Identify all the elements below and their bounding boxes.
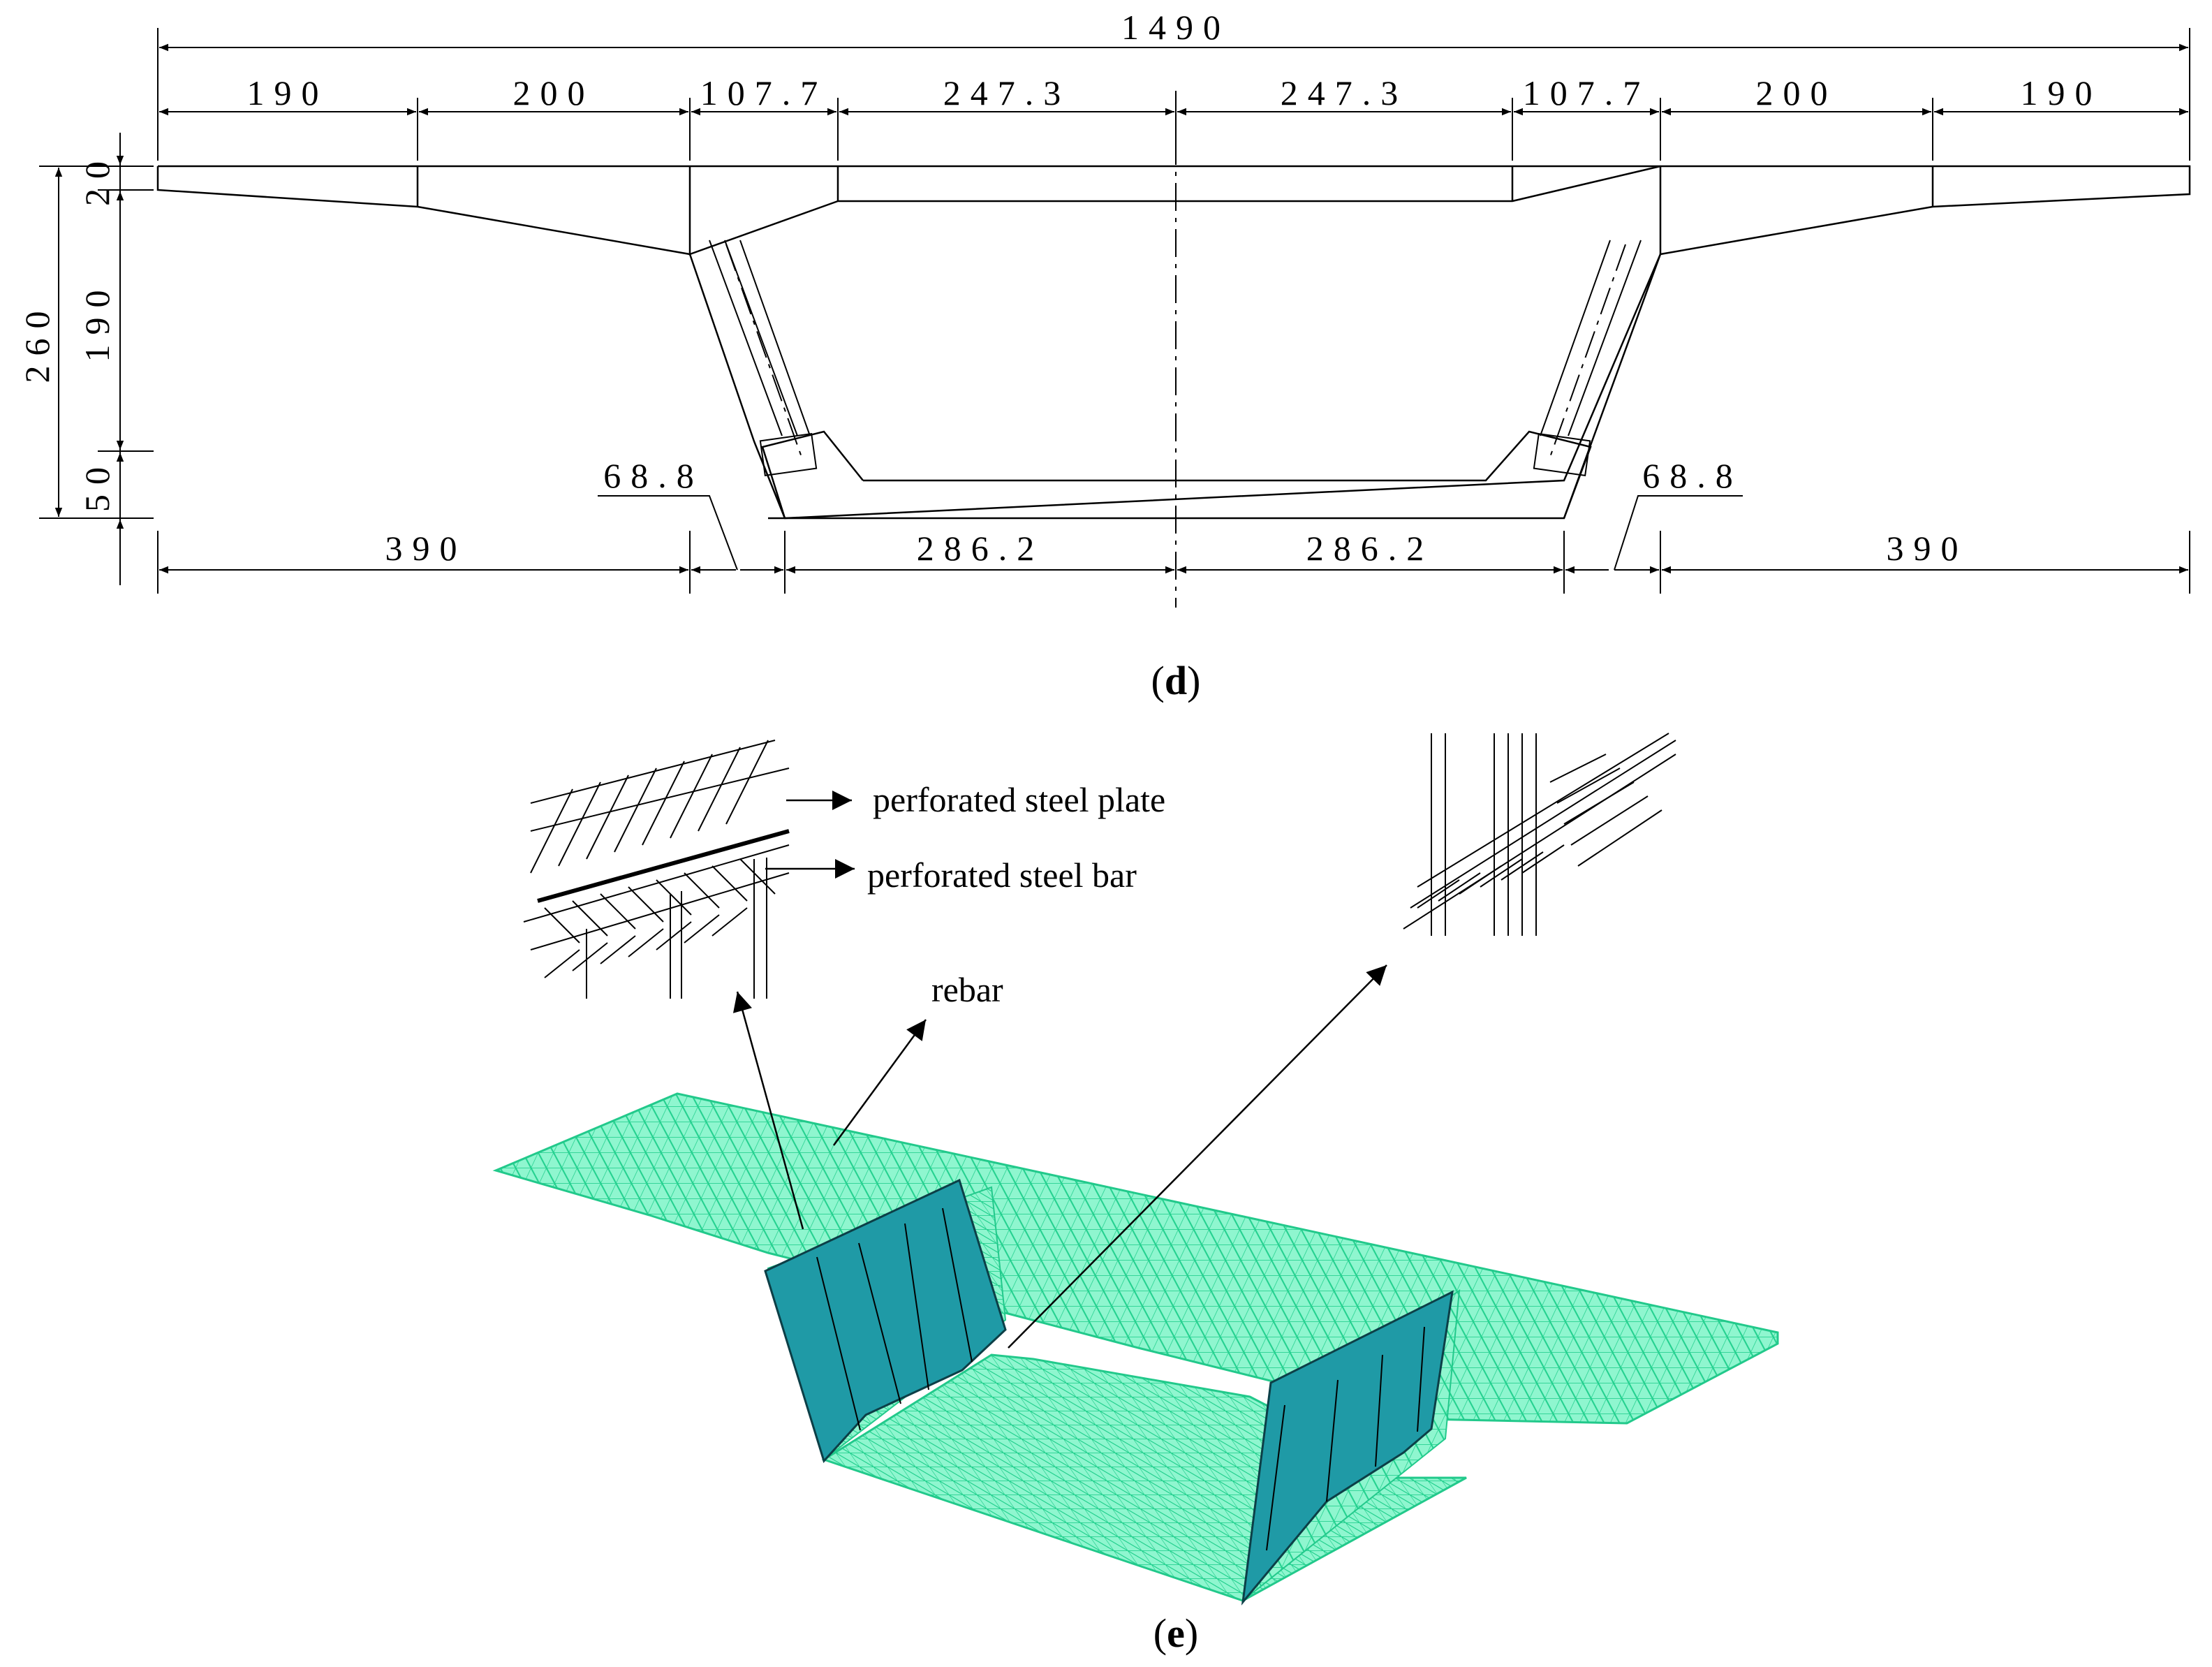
steel-plate-right <box>1241 1290 1454 1606</box>
top-slab-segments <box>416 166 1934 207</box>
arrow-detail-right <box>1008 964 1387 1349</box>
panel-label-e: (e) <box>1153 1610 1198 1656</box>
dim-leader-left: 68.8 <box>603 456 704 495</box>
web-right-lines <box>1540 240 1642 436</box>
leader-right <box>1614 495 1743 571</box>
dim-top-1: 190 <box>247 73 329 112</box>
dim-lines-vertical <box>39 133 154 585</box>
label-perforated-steel-bar: perforated steel bar <box>867 855 1137 895</box>
detail-inset-right <box>1403 733 1676 936</box>
dim-vert-top: 20 <box>78 152 117 206</box>
panel-label-d: (d) <box>1151 658 1201 703</box>
dim-bottom-3: 286.2 <box>1306 529 1434 568</box>
web-left-lines <box>709 240 811 436</box>
dim-lines-top <box>157 28 2190 161</box>
box-girder-outline <box>158 165 2191 520</box>
arrow-rebar <box>832 1019 927 1146</box>
inner-bottom <box>761 430 1592 519</box>
dim-top-6: 107.7 <box>1523 73 1651 112</box>
label-perforated-steel-plate: perforated steel plate <box>873 780 1165 819</box>
dim-top-2: 200 <box>513 73 595 112</box>
web-axis-left <box>725 244 804 462</box>
inner-cell-outline <box>688 165 1662 256</box>
dim-top-4: 247.3 <box>943 73 1071 112</box>
dim-overall: 1490 <box>1121 8 1230 47</box>
panel-d-cross-section: 1490 190 200 107.7 247.3 247.3 107.7 200… <box>17 8 2191 608</box>
dim-vert-web: 190 <box>78 281 117 362</box>
leader-left <box>598 495 738 571</box>
dim-lines-bottom <box>157 531 2190 594</box>
arrow-detail-left <box>732 991 804 1230</box>
dim-top-5: 247.3 <box>1281 73 1408 112</box>
dim-bottom-2: 286.2 <box>917 529 1045 568</box>
panel-e-fe-model: perforated steel plate perforated steel … <box>492 733 1779 1606</box>
dim-leader-right: 68.8 <box>1642 456 1743 495</box>
outline-left <box>156 166 1662 520</box>
web-foot-left <box>759 432 818 477</box>
dim-bottom-4: 390 <box>1887 529 1968 568</box>
detail-inset-left <box>523 740 790 999</box>
dim-top-8: 190 <box>2021 73 2102 112</box>
deck-mesh <box>492 1092 1779 1425</box>
label-rebar: rebar <box>931 970 1003 1009</box>
web-axis-right <box>1548 244 1626 462</box>
web-foot-right <box>1533 432 1591 477</box>
dim-top-7: 200 <box>1756 73 1838 112</box>
dim-bottom-1: 390 <box>385 529 467 568</box>
steel-plate-left <box>764 1178 1007 1463</box>
dim-vert-total: 260 <box>17 302 57 383</box>
dim-top-3: 107.7 <box>700 73 828 112</box>
dim-vert-bottom: 50 <box>78 457 117 512</box>
